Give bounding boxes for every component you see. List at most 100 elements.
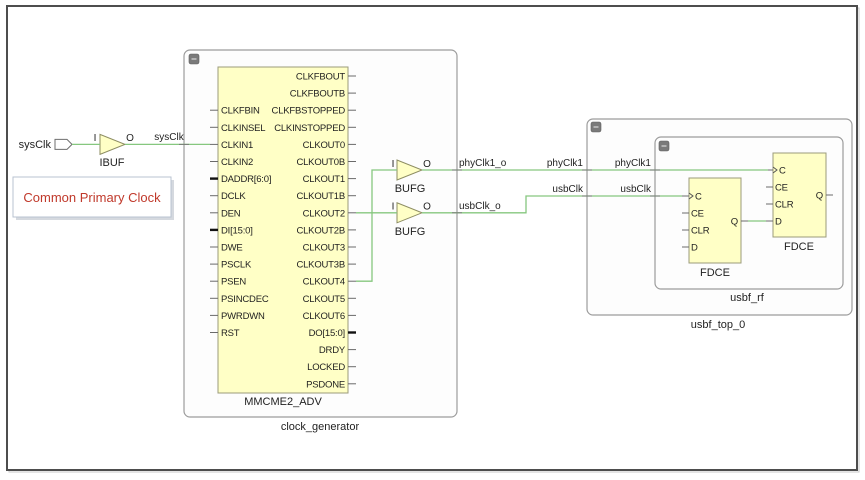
pin-label: CLKFBOUT [296,72,345,83]
pin-label: DRDY [319,345,346,356]
pin-drdy[interactable]: DRDY [319,345,356,356]
pin-clkfbout[interactable]: CLKFBOUT [296,72,356,83]
pin-label: DO[15:0] [309,328,345,339]
pin-clkout2[interactable]: CLKOUT2 [303,208,356,219]
cell-type-label: BUFG [395,226,426,238]
pin-clkout2b[interactable]: CLKOUT2B [296,225,356,236]
cell-bufg-2[interactable]: I O BUFG [392,202,432,239]
pin-psincdec[interactable]: PSINCDEC [210,294,269,305]
pin-clkfboutb[interactable]: CLKFBOUTB [290,89,356,100]
pin-clkin2[interactable]: CLKIN2 [210,157,253,168]
pin-clkout1b[interactable]: CLKOUT1B [296,191,356,202]
pin-clkout0[interactable]: CLKOUT0 [303,140,356,151]
pin-label: CE [691,209,704,220]
cell-body[interactable] [688,177,742,264]
pin-label: CLKOUT3B [296,260,345,271]
wire-segment[interactable] [422,195,682,214]
pin-q[interactable]: Q [731,217,748,228]
pin-q[interactable]: Q [816,191,833,202]
container-label: usbf_rf [730,292,765,304]
pin-locked[interactable]: LOCKED [307,362,356,373]
container-clock-generator[interactable]: clock_generator CLKFBINCLKINSELCLKIN1CLK… [183,49,458,433]
pin-psclk[interactable]: PSCLK [210,260,252,271]
pin-clkout4[interactable]: CLKOUT4 [303,277,356,288]
net-label: phyClk1_o [459,158,507,169]
cell-body[interactable] [217,66,349,394]
cell-body[interactable] [772,152,827,238]
net-label: phyClk1 [547,158,584,169]
pin-label-o: O [423,159,431,170]
pin-label: DEN [221,208,241,219]
pin-ce[interactable]: CE [766,183,788,194]
annotation-text: Common Primary Clock [23,190,161,205]
pin-label: D [691,243,698,254]
wire-segment[interactable] [356,169,397,282]
pin-label: D [775,217,782,228]
pin-label: CLKINSTOPPED [274,123,345,134]
pin-psen[interactable]: PSEN [210,277,247,288]
input-port-icon[interactable] [54,138,73,150]
pin-label: PSCLK [221,260,252,271]
net-sysclk[interactable]: sysClk [72,132,210,146]
pin-do-15-0[interactable]: DO[15:0] [309,328,356,339]
net-usbclk[interactable]: usbClk_o usbClk usbClk [422,184,682,214]
pin-d[interactable]: D [766,217,782,228]
pin-label: CLKOUT0 [303,140,345,151]
pin-clkinstopped[interactable]: CLKINSTOPPED [274,123,356,134]
net-clkout4-to-bufg[interactable] [356,169,397,282]
pin-label: DI[15:0] [221,225,253,236]
pin-clkout3b[interactable]: CLKOUT3B [296,260,356,271]
pin-rst[interactable]: RST [210,328,240,339]
pin-label: Q [731,217,738,228]
pin-d[interactable]: D [682,243,698,254]
pin-dwe[interactable]: DWE [210,243,243,254]
pin-label-i: I [392,202,395,213]
pin-clkout3[interactable]: CLKOUT3 [303,243,356,254]
clock-pin-marker-icon [688,192,694,200]
pin-daddr-6-0[interactable]: DADDR[6:0] [210,174,271,185]
pin-clr[interactable]: CLR [766,200,794,211]
collapse-button[interactable] [590,121,602,133]
net-label: sysClk [154,132,184,143]
pin-clr[interactable]: CLR [682,226,710,237]
net-phyclk1[interactable]: phyClk1_o phyClk1 phyClk1 [422,158,768,171]
pin-clkin1[interactable]: CLKIN1 [210,140,253,151]
pin-label: CLKOUT6 [303,311,345,322]
pin-ce[interactable]: CE [682,209,704,220]
right-pins: CLKFBOUT CLKFBOUTB CLKFBSTOPPED CLKINSTOPPE… [272,72,356,390]
pin-c[interactable]: C [682,192,702,203]
callout-box [12,176,172,218]
collapse-button[interactable] [188,53,200,65]
top-port-sysclk[interactable]: sysClk [19,138,73,151]
pin-label: CLKOUT2 [303,208,345,219]
pin-psdone[interactable]: PSDONE [306,379,356,390]
pin-dclk[interactable]: DCLK [210,191,247,202]
pin-label: C [695,192,702,203]
pin-label: CLKOUT5 [303,294,345,305]
collapse-button[interactable] [658,140,670,152]
pin-clkinsel[interactable]: CLKINSEL [210,123,266,134]
pin-pwrdwn[interactable]: PWRDWN [210,311,265,322]
net-label: phyClk1 [615,158,652,169]
pin-clkout1[interactable]: CLKOUT1 [303,174,356,185]
pin-den[interactable]: DEN [210,208,241,219]
pin-di-15-0[interactable]: DI[15:0] [210,225,253,236]
pin-clkfbin[interactable]: CLKFBIN [210,106,260,117]
left-pins: C CE CLR D [682,192,710,254]
pin-label: CLKFBSTOPPED [272,106,346,117]
cell-type-label: BUFG [395,183,426,195]
pin-clkout5[interactable]: CLKOUT5 [303,294,356,305]
pin-clkout6[interactable]: CLKOUT6 [303,311,356,322]
pin-clkfbstopped[interactable]: CLKFBSTOPPED [272,106,356,117]
pin-label: CLKOUT1 [303,174,345,185]
pin-clkout0b[interactable]: CLKOUT0B [296,157,356,168]
right-pins: Q [731,217,748,228]
